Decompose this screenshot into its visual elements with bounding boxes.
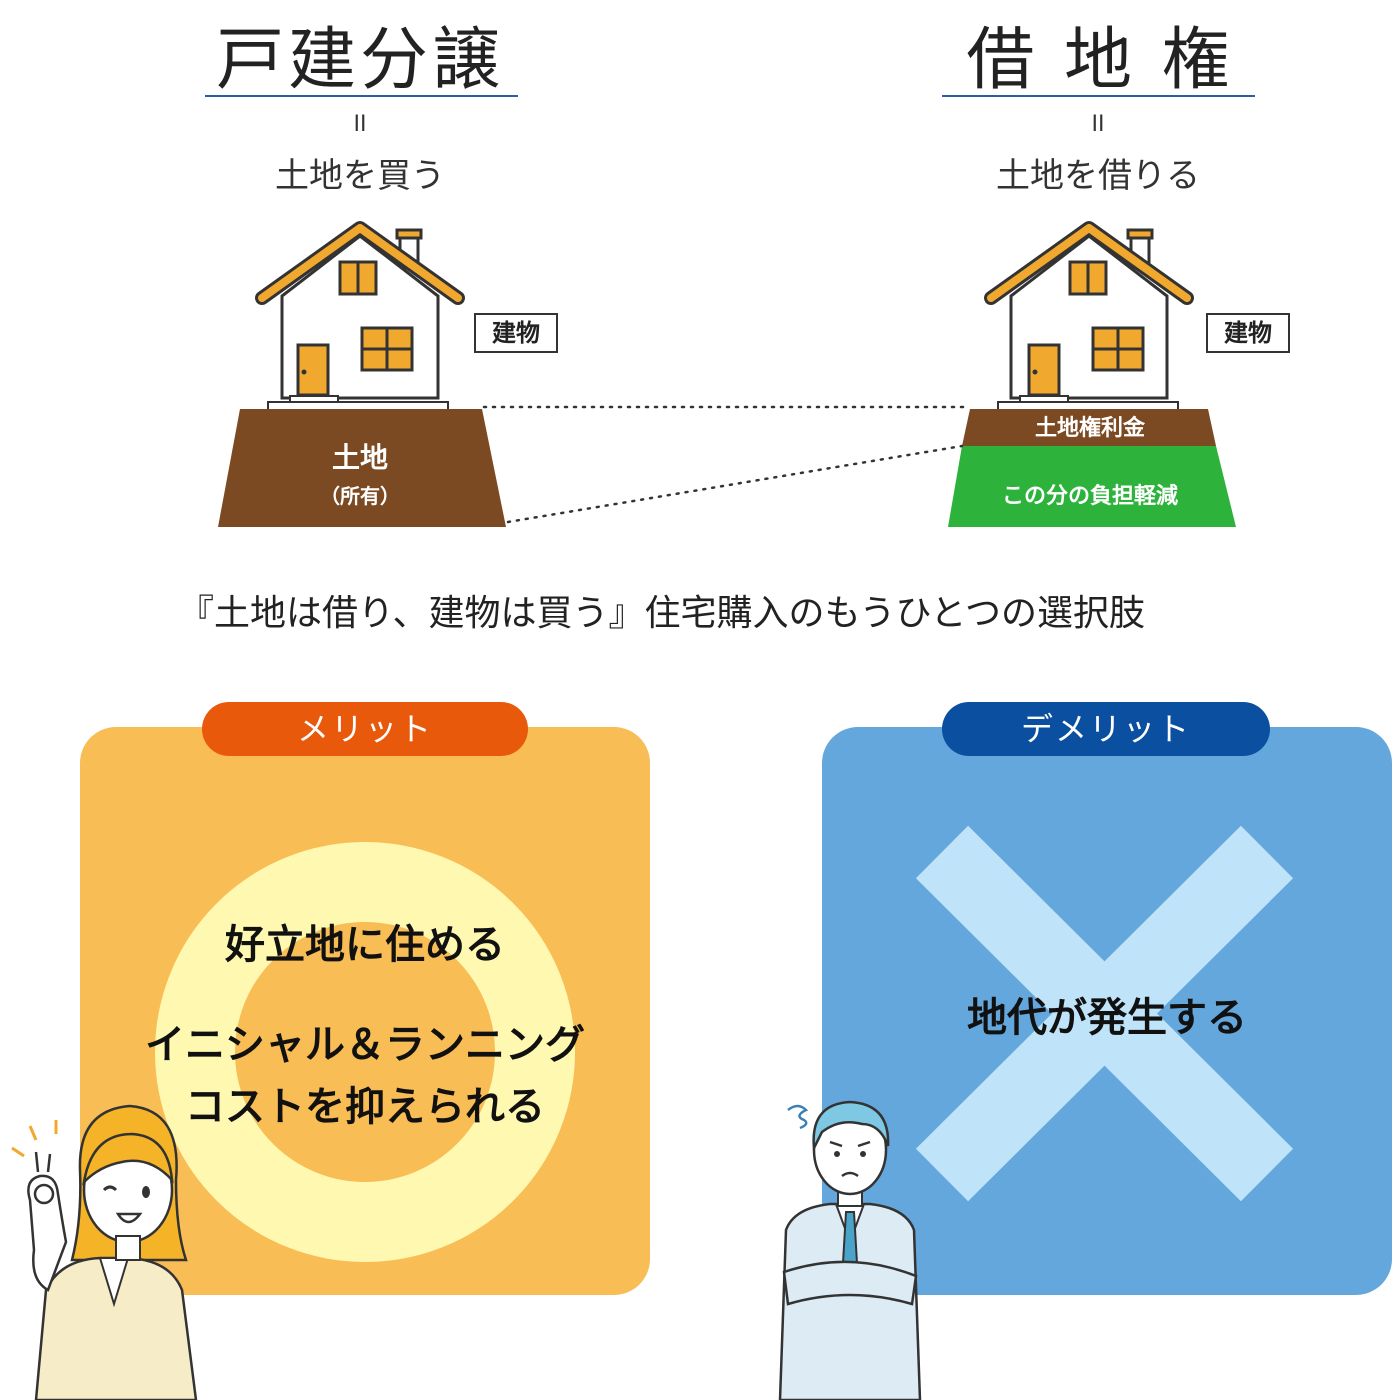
merit-line-2: イニシャル＆ランニング bbox=[145, 1022, 585, 1068]
house-comparison-illustration bbox=[218, 221, 1236, 527]
right-land-top-label: 土地権利金 bbox=[1034, 416, 1145, 441]
left-equals: II bbox=[353, 112, 367, 137]
demerit-cross-icon bbox=[915, 825, 1294, 1202]
merit-ring-icon bbox=[155, 842, 575, 1262]
demerit-line-1: 地代が発生する bbox=[967, 995, 1247, 1041]
bottom-dotted-connector bbox=[506, 444, 964, 524]
left-land-trapezoid bbox=[218, 409, 506, 527]
businessman-illustration bbox=[778, 1100, 922, 1400]
right-subtitle: 土地を借りる bbox=[996, 156, 1200, 196]
right-title-underline bbox=[942, 95, 1255, 97]
right-land-bottom-label: この分の負担軽減 bbox=[1001, 484, 1178, 509]
left-subtitle: 土地を買う bbox=[275, 156, 445, 196]
right-land-top-trapezoid bbox=[962, 409, 1216, 446]
left-land-sublabel: （所有） bbox=[320, 484, 400, 508]
merit-line-3: コストを抑えられる bbox=[185, 1084, 545, 1130]
left-land-label: 土地 bbox=[331, 441, 388, 474]
left-house-icon bbox=[255, 221, 465, 411]
right-house-icon bbox=[984, 221, 1194, 411]
businesswoman-illustration bbox=[11, 1104, 198, 1400]
merit-line-1: 好立地に住める bbox=[225, 922, 505, 968]
right-building-label: 建物 bbox=[1206, 313, 1290, 353]
right-equals: II bbox=[1091, 112, 1105, 137]
merit-badge: メリット bbox=[202, 702, 528, 756]
summary-text: 『土地は借り、建物は買う』住宅購入のもうひとつの選択肢 bbox=[178, 593, 1145, 634]
right-land-bottom-trapezoid bbox=[948, 446, 1236, 527]
right-title: 借 地 権 bbox=[966, 21, 1234, 100]
demerit-badge: デメリット bbox=[942, 702, 1270, 756]
left-title-underline bbox=[205, 95, 518, 97]
left-title: 戸建分譲 bbox=[215, 21, 504, 100]
left-building-label: 建物 bbox=[474, 313, 558, 353]
